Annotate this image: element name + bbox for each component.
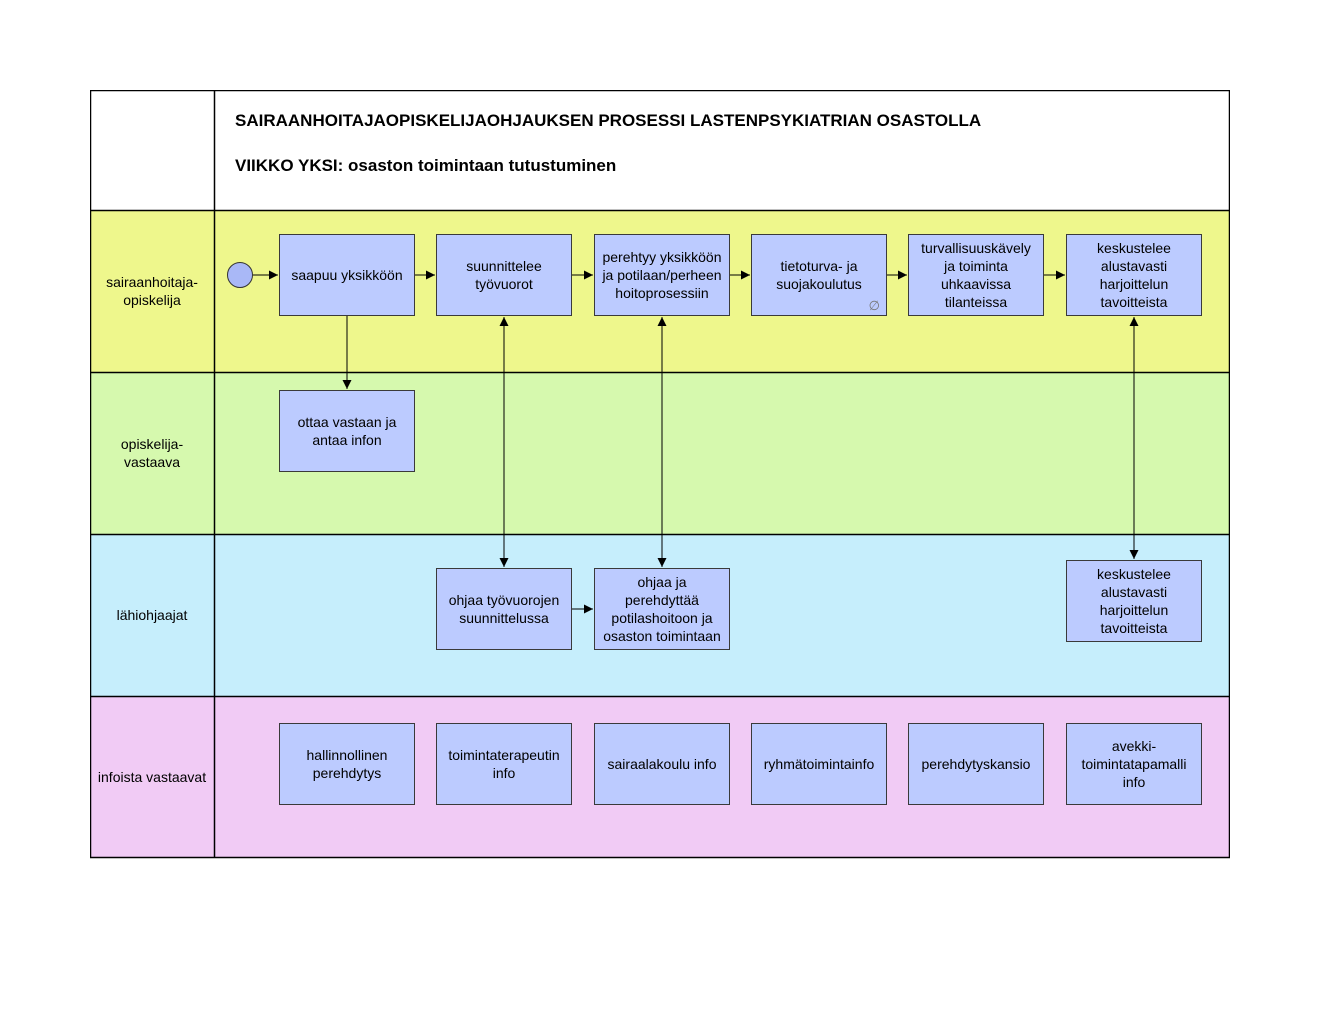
node-turvallisuuskavely: turvallisuuskävely ja toiminta uhkaaviss… xyxy=(908,234,1044,316)
node-keskustelee-opiskelija: keskustelee alustavasti harjoittelun tav… xyxy=(1066,234,1202,316)
node-sairaalakoulu-info: sairaalakoulu info xyxy=(594,723,730,805)
diagram-title: SAIRAANHOITAJAOPISKELIJAOHJAUKSEN PROSES… xyxy=(235,111,982,130)
title-cell: SAIRAANHOITAJAOPISKELIJAOHJAUKSEN PROSES… xyxy=(90,90,1230,210)
node-keskustelee-lahiohjaaja: keskustelee alustavasti harjoittelun tav… xyxy=(1066,560,1202,642)
node-toimintaterapeutin-info: toimintaterapeutin info xyxy=(436,723,572,805)
node-perehdytyskansio: perehdytyskansio xyxy=(908,723,1044,805)
lane-label: lähiohjaajat xyxy=(116,607,188,623)
swimlane-diagram: SAIRAANHOITAJAOPISKELIJAOHJAUKSEN PROSES… xyxy=(90,90,1230,859)
node-ohjaa-tyovuorojen-suunnittelussa: ohjaa työvuorojen suunnittelussa xyxy=(436,568,572,650)
lane-label: infoista vastaavat xyxy=(97,769,207,785)
node-ryhmatoimintainfo: ryhmätoimintainfo xyxy=(751,723,887,805)
node-perehtyy-yksikkoon: perehtyy yksikköön ja potilaan/perheen h… xyxy=(594,234,730,316)
diagram-subtitle: VIIKKO YKSI: osaston toimintaan tutustum… xyxy=(235,156,617,175)
node-ottaa-vastaan: ottaa vastaan ja antaa infon xyxy=(279,390,415,472)
node-hallinnollinen-perehdytys: hallinnollinen perehdytys xyxy=(279,723,415,805)
outer-border xyxy=(90,90,1230,859)
subprocess-marker-icon: ∅ xyxy=(868,298,880,313)
lane-label: opiskelija- vastaava xyxy=(120,436,184,470)
lane-label: sairaanhoitaja- opiskelija xyxy=(106,274,198,308)
node-avekki-info: avekki- toimintatapamalli info xyxy=(1066,723,1202,805)
node-ohjaa-ja-perehdyttaa: ohjaa ja perehdyttää potilashoitoon ja o… xyxy=(594,568,730,650)
node-suunnittelee-tyovuorot: suunnittelee työvuorot xyxy=(436,234,572,316)
start-event-icon xyxy=(227,262,253,288)
node-saapuu-yksikkoon: saapuu yksikköön xyxy=(279,234,415,316)
node-label: tietoturva- ja suojakoulutus xyxy=(776,258,862,292)
connectors xyxy=(253,270,1139,614)
node-tietoturva-koulutus: tietoturva- ja suojakoulutus ∅ xyxy=(751,234,887,316)
